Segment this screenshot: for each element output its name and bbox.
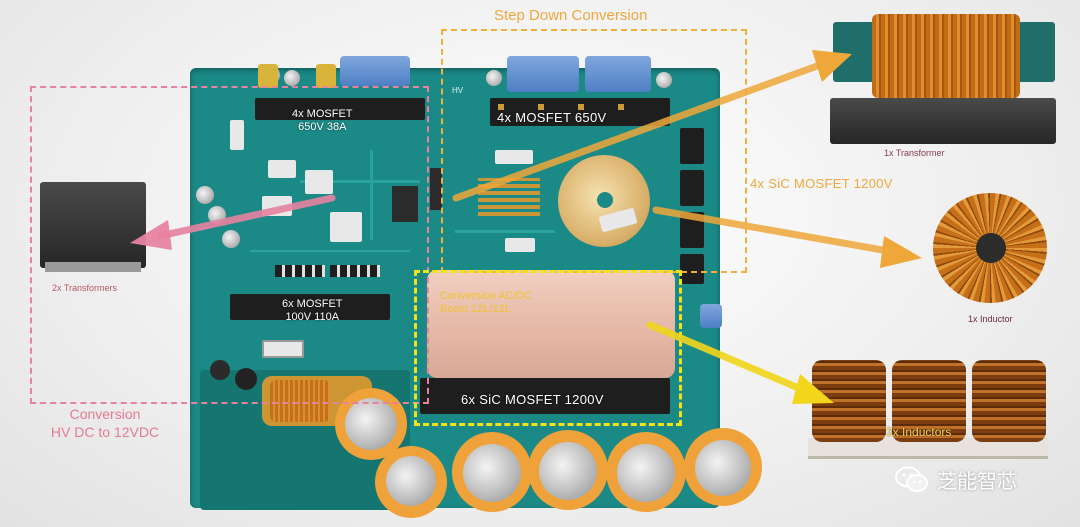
electrolytic-capacitor-top	[617, 444, 675, 502]
white-component	[268, 160, 296, 178]
small-capacitor	[656, 72, 672, 88]
inductor-coil	[972, 360, 1046, 442]
blue-relay-left	[340, 56, 410, 86]
small-capacitor	[486, 70, 502, 86]
label-4x-mosfet-650v: 4x MOSFET 650V	[497, 110, 607, 125]
toroid-inductor-center	[976, 233, 1006, 263]
label-line: HV DC to 12VDC	[50, 423, 160, 440]
blue-relay-mid	[507, 56, 579, 92]
label-line: Boost 12L/12L	[440, 302, 511, 315]
label-capacitor: Conversion AC/DC Boost 12L/12L	[440, 290, 532, 315]
label-6x-sic-mosfet: 6x SiC MOSFET 1200V	[461, 392, 604, 407]
label-3x-inductors: 3x Inductors	[886, 425, 952, 439]
white-component	[230, 120, 244, 150]
electrolytic-capacitor-top	[386, 456, 436, 506]
usb-connector	[262, 340, 304, 358]
small-capacitor	[284, 70, 300, 86]
arrow-orange-inductor	[652, 206, 922, 268]
label-line: 4x MOSFET	[292, 108, 353, 120]
label-1x-inductor: 1x Inductor	[968, 314, 1013, 324]
label-step-down-conversion: Step Down Conversion	[494, 7, 648, 24]
ic-chip	[430, 168, 442, 210]
pcb-trace	[370, 150, 373, 240]
small-blue-trimmer	[700, 304, 722, 328]
mosfet-strip-top-left	[255, 98, 425, 120]
mosfet-strip-left	[230, 294, 390, 320]
pcb-trace	[455, 230, 555, 233]
label-4x-sic-mosfet: 4x SiC MOSFET 1200V	[750, 176, 893, 191]
hv-mark: HV	[452, 86, 464, 95]
yellow-cap	[316, 64, 336, 88]
sic-mosfet-vertical	[680, 170, 704, 206]
electrolytic-capacitor-top	[539, 442, 597, 500]
region-ac-dc-boost	[414, 270, 682, 426]
electrolytic-capacitor-top	[695, 440, 751, 496]
mosfet-strip-top-mid	[490, 98, 670, 126]
label-line: Conversion AC/DC	[440, 290, 533, 302]
region-hv-dc-conversion	[30, 86, 429, 404]
dark-cap	[235, 368, 257, 390]
sic-mosfet-vertical	[680, 128, 704, 164]
transformer-right-core	[830, 98, 1056, 144]
wechat-logo-icon	[895, 466, 928, 492]
label-6x-mosfet-100v: 6x MOSFET 100V 110A	[282, 298, 343, 323]
label-line: Conversion	[69, 406, 141, 422]
label-conversion-hv-dc: Conversion HV DC to 12VDC	[30, 406, 180, 441]
small-capacitor	[196, 186, 214, 204]
sic-mosfet-strip-bottom	[420, 378, 670, 414]
label-line: 6x MOSFET	[282, 298, 343, 310]
electrolytic-capacitor-top	[345, 398, 397, 450]
small-capacitor	[222, 230, 240, 248]
transformer-right-winding	[872, 14, 1020, 98]
mosfet-pins	[498, 104, 658, 110]
label-1x-transformer: 1x Transformer	[884, 148, 945, 158]
blue-relay-mid-2	[585, 56, 651, 92]
ic-chip	[392, 186, 418, 222]
pcb-trace	[250, 250, 410, 252]
arrow-orange-transformer	[452, 50, 852, 202]
watermark: 芝能智芯	[895, 465, 1017, 494]
black-pad-row	[275, 265, 325, 277]
label-line: 650V 38A	[298, 120, 347, 133]
white-component	[305, 170, 333, 194]
arrow-yellow-inductors	[646, 321, 834, 404]
white-component	[495, 150, 533, 164]
transformer-left-image	[40, 182, 146, 268]
round-center-hole	[597, 192, 613, 208]
inductors-base	[808, 438, 1048, 459]
yellow-cap	[258, 64, 278, 88]
film-capacitor	[427, 270, 675, 378]
dark-cap	[210, 360, 230, 380]
electrolytic-capacitor-top	[463, 444, 521, 502]
sic-mosfet-vertical	[680, 254, 704, 284]
inductor-coil	[892, 360, 966, 442]
copper-coil	[270, 380, 330, 422]
label-line: 100V 110A	[285, 310, 340, 323]
watermark-text: 芝能智芯	[937, 469, 1017, 493]
white-component	[330, 212, 362, 242]
pcb-trace	[300, 180, 420, 183]
label-2x-transformers: 2x Transformers	[52, 283, 118, 293]
transformer-left-base	[45, 262, 141, 272]
label-4x-mosfet-650v-38a: 4x MOSFET 650V 38A	[292, 108, 353, 133]
white-component	[505, 238, 535, 252]
black-pad-row	[330, 265, 380, 277]
arrow-pink	[130, 194, 336, 250]
